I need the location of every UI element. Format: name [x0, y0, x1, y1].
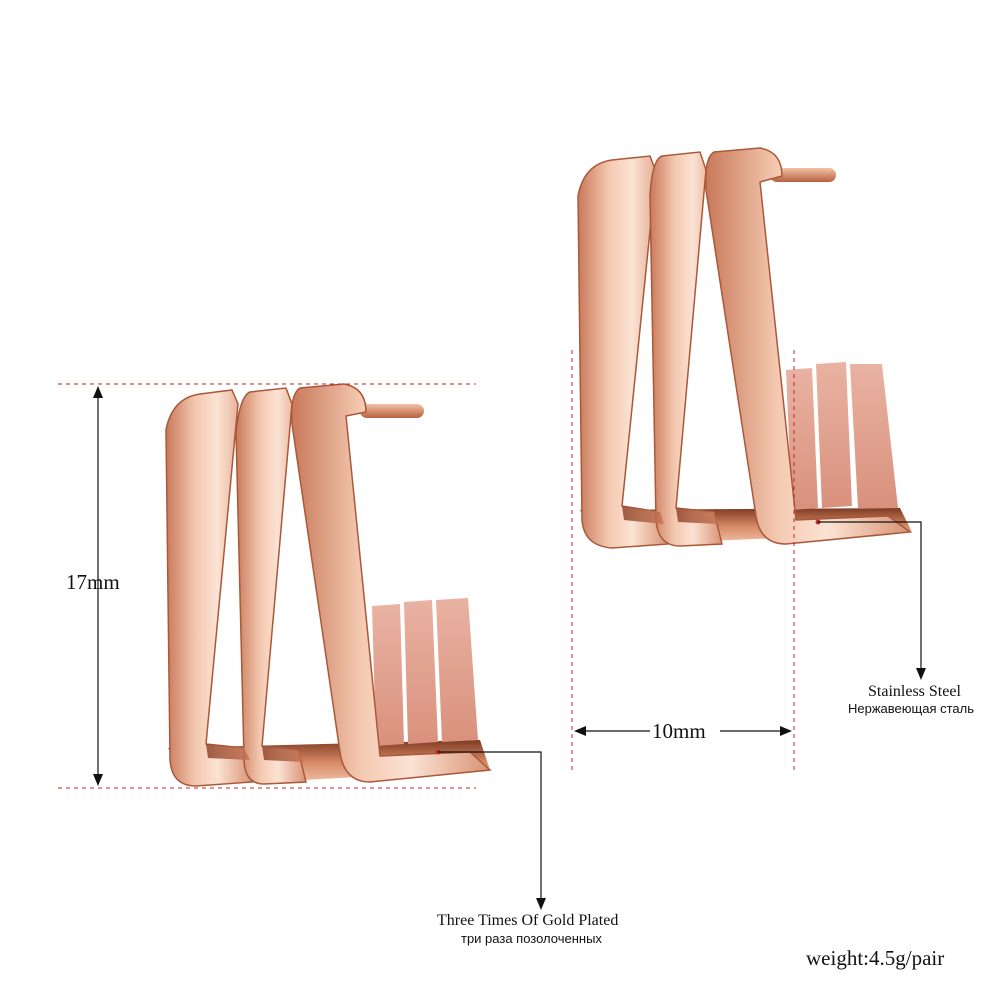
arrow-up-icon — [93, 386, 103, 398]
material-callout-leader — [815, 519, 926, 680]
arrow-down-icon — [536, 898, 546, 910]
arrow-down-icon — [93, 774, 103, 786]
band-3 — [290, 383, 492, 783]
width-label: 10mm — [652, 719, 706, 743]
arrow-left-icon — [574, 726, 586, 736]
band-3 — [704, 147, 913, 545]
height-label: 17mm — [66, 570, 120, 594]
material-callout-title: Stainless Steel — [868, 683, 961, 700]
right-earring — [577, 147, 913, 549]
left-earring — [165, 383, 492, 787]
plating-callout-leader — [435, 749, 546, 910]
height-dimension — [58, 383, 476, 789]
arrow-right-icon — [780, 726, 792, 736]
band-2 — [649, 151, 723, 547]
weight-label: weight:4.5g/pair — [806, 946, 945, 970]
plating-callout-title: Three Times Of Gold Plated — [437, 912, 619, 929]
material-callout-subtitle: Нержавеющая сталь — [848, 701, 974, 716]
width-dimension — [571, 350, 795, 772]
band-2 — [235, 387, 307, 785]
arrow-down-icon — [916, 668, 926, 680]
earring-post — [770, 168, 836, 182]
brushed-inner-blocks — [372, 598, 478, 746]
earring-post — [360, 404, 424, 418]
plating-callout-subtitle: три раза позолоченных — [461, 931, 602, 946]
brushed-inner-blocks — [786, 362, 898, 510]
